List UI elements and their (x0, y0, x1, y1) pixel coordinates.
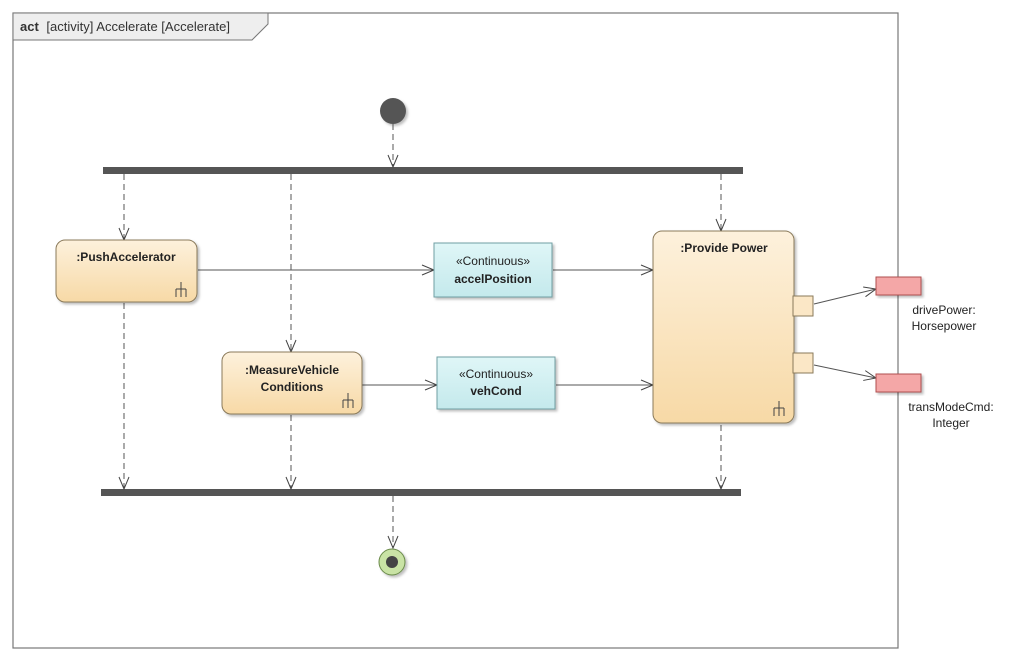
call-behavior-icon (773, 401, 785, 416)
trans-mode-label-line2: Integer (932, 416, 969, 430)
activity-final-node[interactable] (378, 548, 406, 576)
frame-label-tab (12, 12, 269, 41)
parameter-drive-power[interactable]: drivePower: Horsepower (875, 276, 977, 333)
accel-position-stereotype: «Continuous» (456, 254, 530, 268)
accel-position-name: accelPosition (454, 272, 531, 286)
drive-power-label-line2: Horsepower (912, 319, 977, 333)
measure-vehicle-label-line2: Conditions (261, 380, 324, 394)
push-accelerator-label: :PushAccelerator (76, 250, 176, 264)
initial-node[interactable] (380, 98, 406, 124)
veh-cond-stereotype: «Continuous» (459, 367, 533, 381)
fork-bar[interactable] (103, 167, 743, 174)
join-bar[interactable] (101, 489, 741, 496)
call-behavior-icon (175, 282, 187, 297)
action-push-accelerator[interactable]: :PushAccelerator (55, 239, 198, 303)
action-provide-power[interactable]: :Provide Power (652, 230, 814, 424)
drive-power-label-line1: drivePower: (912, 303, 975, 317)
object-node-accel-position[interactable]: «Continuous» accelPosition (433, 242, 553, 298)
object-node-veh-cond[interactable]: «Continuous» vehCond (436, 356, 556, 410)
action-measure-vehicle-conditions[interactable]: :MeasureVehicle Conditions (221, 351, 363, 415)
measure-vehicle-label-line1: :MeasureVehicle (245, 363, 339, 377)
object-flow-pin-transmode[interactable] (813, 364, 876, 378)
output-pin-trans[interactable] (792, 352, 814, 374)
trans-mode-label-line1: transModeCmd: (908, 400, 993, 414)
frame-title: [activity] Accelerate [Accelerate] (46, 19, 230, 34)
output-pin-drive[interactable] (792, 295, 814, 317)
call-behavior-icon (342, 393, 354, 408)
frame-label: act [activity] Accelerate [Accelerate] (20, 19, 230, 34)
frame-keyword: act (20, 19, 39, 34)
object-flow-pin-drivepower[interactable] (813, 289, 876, 305)
veh-cond-name: vehCond (470, 384, 521, 398)
parameter-trans-mode-cmd[interactable]: transModeCmd: Integer (875, 373, 994, 430)
provide-power-label: :Provide Power (680, 241, 768, 255)
